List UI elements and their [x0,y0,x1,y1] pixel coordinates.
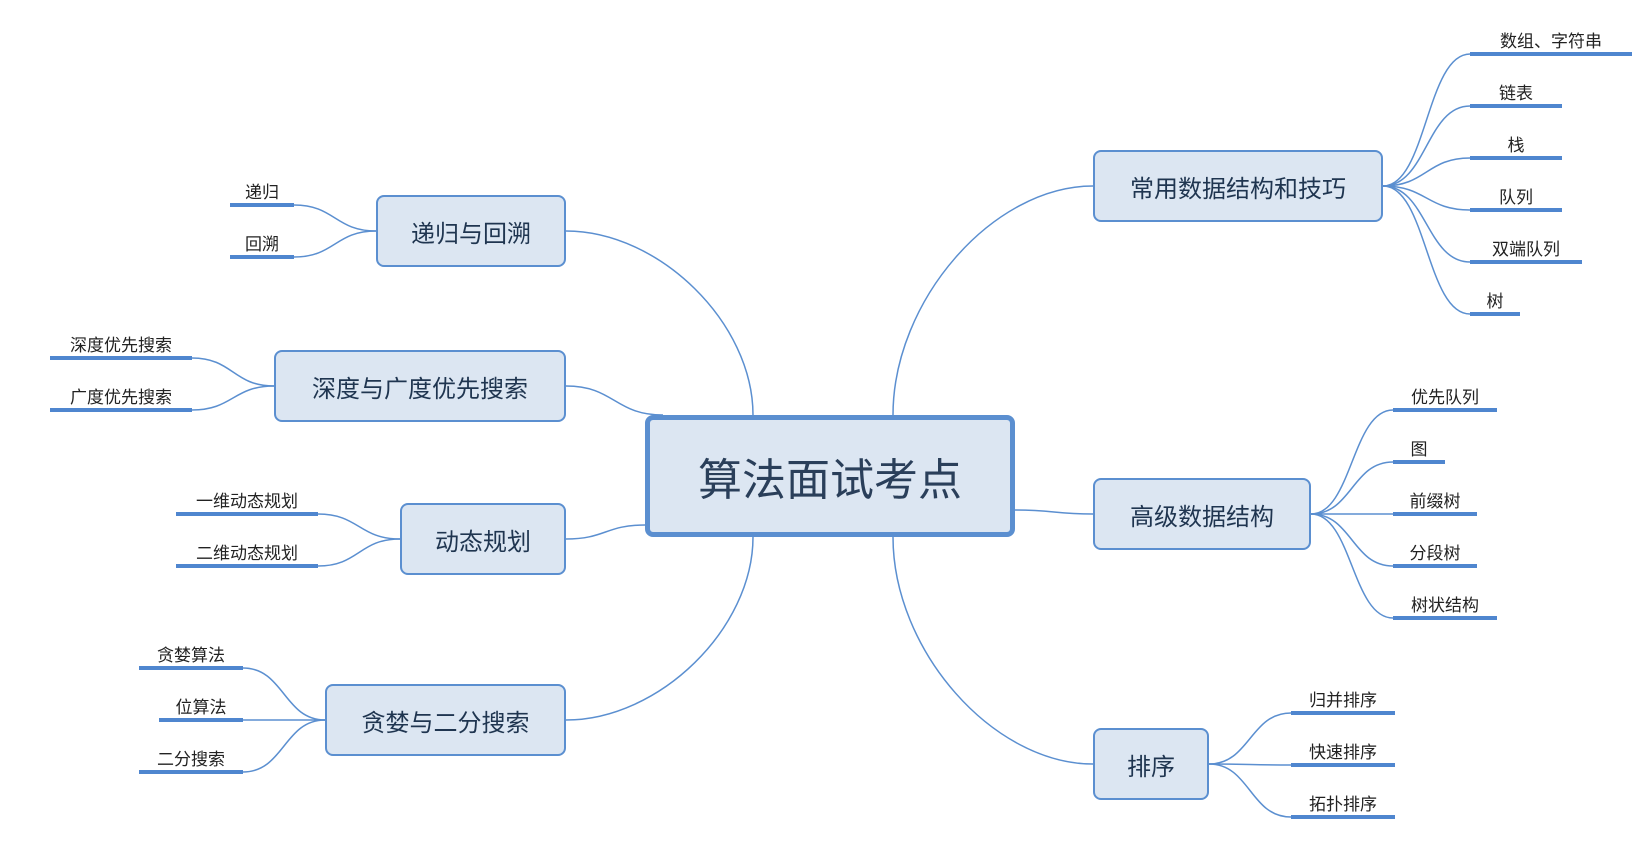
leaf-underline [1393,616,1497,620]
leaf-topic[interactable]: 图 [1410,440,1428,460]
branch-label: 动态规划 [435,527,531,556]
leaf-topic[interactable]: 归并排序 [1309,691,1377,711]
branch-common-data-structures[interactable]: 常用数据结构和技巧 [1093,150,1383,222]
leaf-underline [139,666,243,670]
branch-recursion-backtracking[interactable]: 递归与回溯 [376,195,566,267]
connector-b1-leaf-5 [1382,185,1471,315]
connector-b1-leaf-3 [1382,185,1471,211]
leaf-topic[interactable]: 递归 [245,183,279,203]
leaf-topic[interactable]: 二维动态规划 [196,544,298,564]
connector-root-b6 [565,524,646,540]
leaf-underline [50,408,192,412]
root-topic-label: 算法面试考点 [698,455,962,506]
branch-greedy-binary-search[interactable]: 贪婪与二分搜索 [325,684,566,756]
leaf-underline [50,356,192,360]
connector-b2-leaf-1 [1310,461,1394,515]
leaf-topic[interactable]: 树 [1486,292,1504,312]
leaf-underline [1291,711,1395,715]
leaf-underline [1393,408,1497,412]
branch-label: 排序 [1127,752,1175,781]
leaf-underline [1470,312,1520,316]
connector-root-b7 [565,536,754,721]
branch-sorting[interactable]: 排序 [1093,728,1209,800]
branch-dynamic-programming[interactable]: 动态规划 [400,503,566,575]
connector-b1-leaf-0 [1382,53,1471,187]
branch-advanced-data-structures[interactable]: 高级数据结构 [1093,478,1311,550]
branch-dfs-bfs[interactable]: 深度与广度优先搜索 [274,350,566,422]
leaf-underline [139,770,243,774]
leaf-underline [1470,52,1632,56]
root-topic[interactable]: 算法面试考点 [645,415,1015,537]
connector-root-b2 [1014,509,1094,515]
leaf-underline [1393,564,1477,568]
leaf-underline [230,255,294,259]
branch-label: 高级数据结构 [1130,502,1274,531]
connector-b5-leaf-1 [191,385,275,411]
connector-root-b4 [565,230,754,416]
connector-b6-leaf-0 [317,513,401,540]
leaf-underline [1291,763,1395,767]
leaf-underline [1291,815,1395,819]
leaf-topic[interactable]: 链表 [1499,84,1533,104]
leaf-topic[interactable]: 广度优先搜索 [70,388,172,408]
leaf-topic[interactable]: 二分搜索 [157,750,225,770]
connector-b7-leaf-0 [242,667,326,721]
leaf-underline [1470,156,1562,160]
leaf-underline [176,564,318,568]
connector-b4-leaf-1 [293,230,377,258]
connector-b3-leaf-1 [1208,763,1292,766]
leaf-underline [1470,260,1582,264]
connector-b5-leaf-0 [191,357,275,387]
connector-root-b3 [892,536,1094,765]
leaf-topic[interactable]: 贪婪算法 [157,646,225,666]
leaf-topic[interactable]: 数组、字符串 [1500,32,1602,52]
leaf-topic[interactable]: 树状结构 [1411,596,1479,616]
leaf-topic[interactable]: 回溯 [245,235,279,255]
leaf-underline [159,718,243,722]
connector-b6-leaf-1 [317,538,401,567]
leaf-topic[interactable]: 位算法 [175,698,227,718]
connector-root-b5 [565,385,664,416]
leaf-underline [230,203,294,207]
leaf-underline [1393,460,1445,464]
connector-b1-leaf-2 [1382,157,1471,187]
leaf-topic[interactable]: 前缀树 [1409,492,1461,512]
branch-label: 递归与回溯 [411,219,531,248]
leaf-topic[interactable]: 分段树 [1409,544,1461,564]
connector-b2-leaf-0 [1310,409,1394,515]
connector-b2-leaf-3 [1310,513,1394,567]
connector-root-b1 [892,185,1094,416]
leaf-underline [176,512,318,516]
branch-label: 常用数据结构和技巧 [1130,174,1346,203]
leaf-topic[interactable]: 深度优先搜索 [70,336,172,356]
connector-b1-leaf-1 [1382,105,1471,187]
connector-b7-leaf-2 [242,719,326,773]
leaf-topic[interactable]: 栈 [1507,136,1525,156]
leaf-topic[interactable]: 一维动态规划 [196,492,298,512]
leaf-underline [1393,512,1477,516]
connector-b1-leaf-4 [1382,185,1471,263]
leaf-topic[interactable]: 队列 [1499,188,1533,208]
leaf-topic[interactable]: 双端队列 [1492,240,1560,260]
leaf-topic[interactable]: 快速排序 [1309,743,1377,763]
connector-b3-leaf-0 [1208,712,1292,765]
leaf-topic[interactable]: 拓扑排序 [1309,795,1377,815]
branch-label: 深度与广度优先搜索 [312,374,528,403]
connector-b4-leaf-0 [293,204,377,232]
leaf-topic[interactable]: 优先队列 [1411,388,1479,408]
leaf-underline [1470,208,1562,212]
branch-label: 贪婪与二分搜索 [361,708,530,737]
connector-b2-leaf-4 [1310,513,1394,619]
connector-b3-leaf-2 [1208,763,1292,818]
leaf-underline [1470,104,1562,108]
